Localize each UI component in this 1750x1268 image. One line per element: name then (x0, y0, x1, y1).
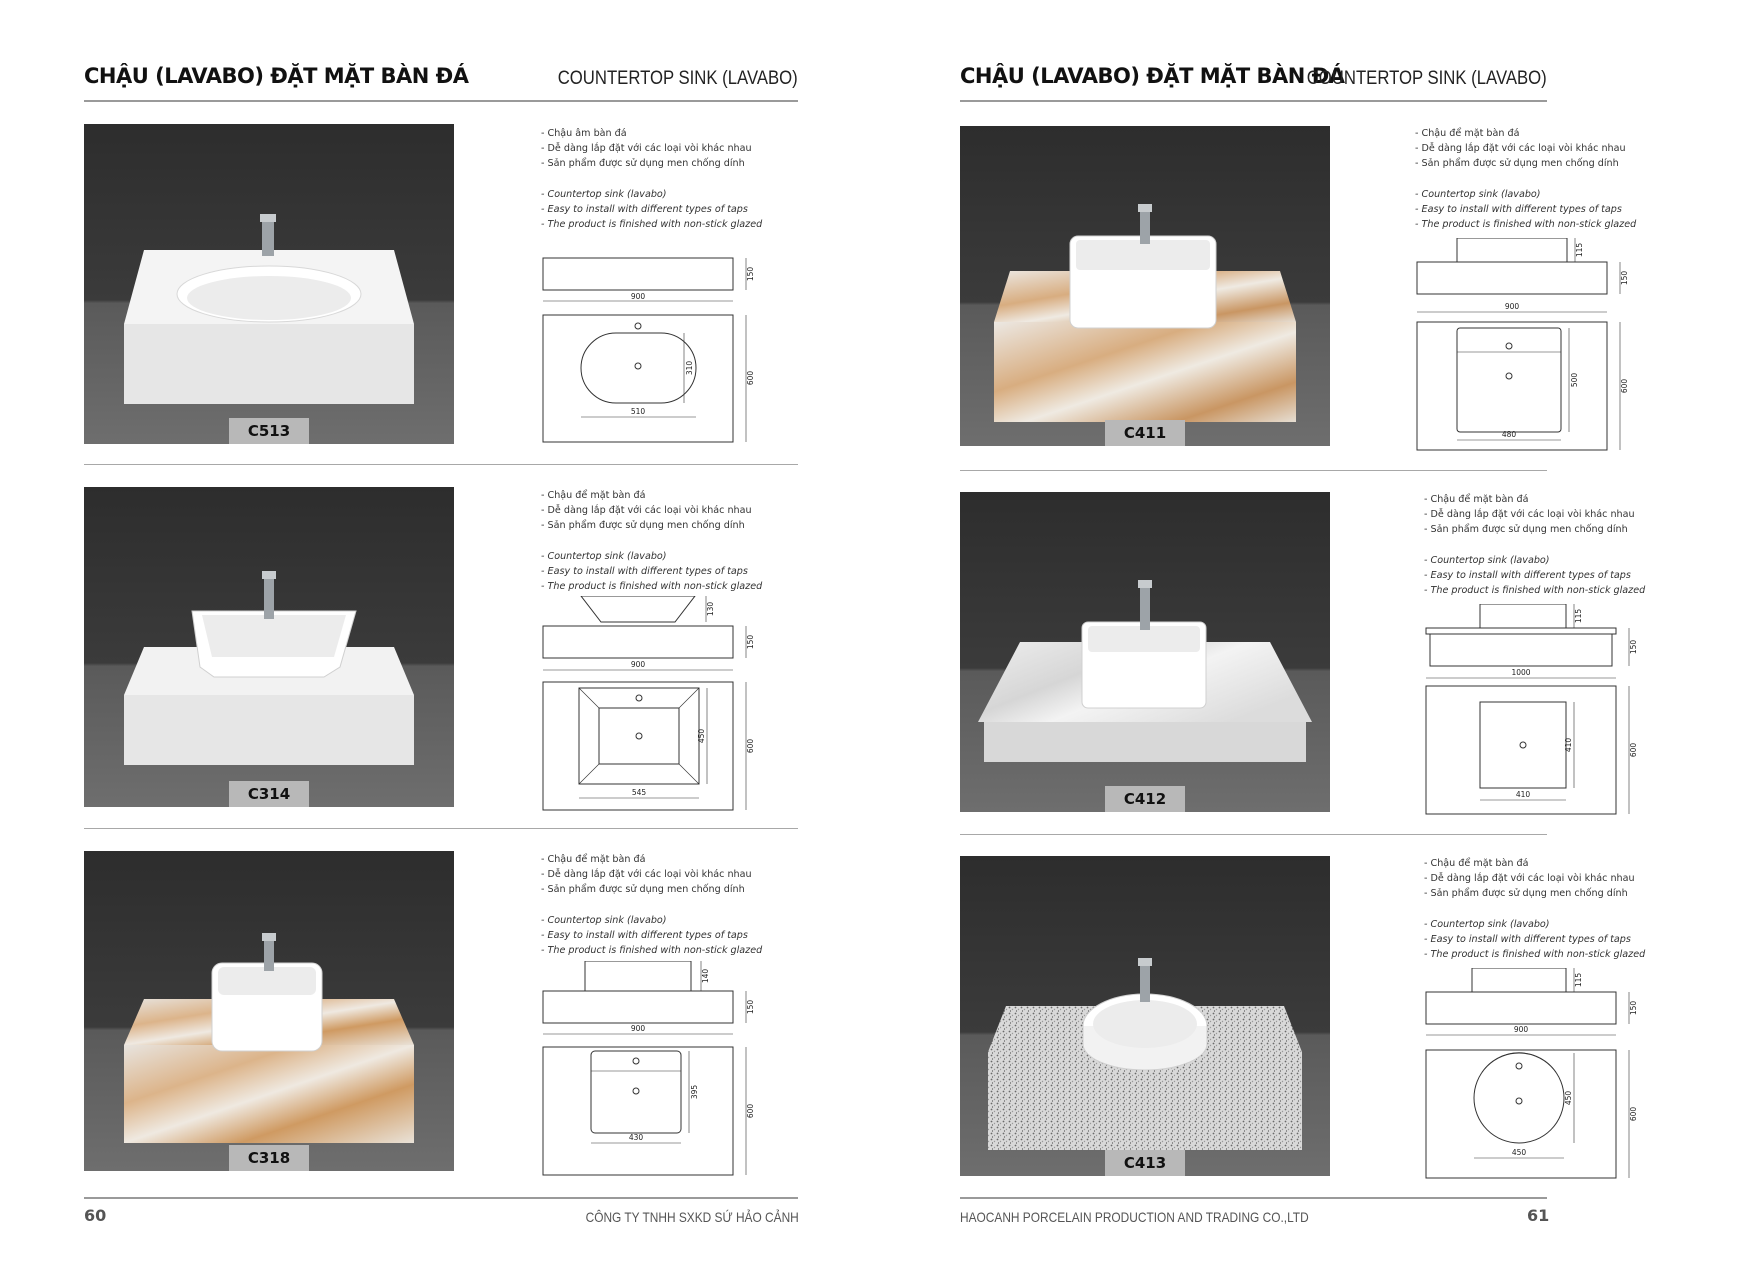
product-code: C413 (1105, 1150, 1185, 1176)
technical-drawing: 150 900 600 310 510 (541, 256, 771, 466)
technical-drawing: 130 150 900 600 450 545 (541, 596, 771, 814)
svg-text:310: 310 (685, 361, 694, 376)
catalog-page-right: CHẬU (LAVABO) ĐẶT MẶT BÀN ĐÁ COUNTERTOP … (875, 0, 1750, 1268)
svg-text:140: 140 (701, 969, 710, 984)
product-code: C411 (1105, 420, 1185, 446)
page-title-en: COUNTERTOP SINK (LAVABO) (557, 68, 798, 89)
product-code: C412 (1105, 786, 1185, 812)
svg-text:545: 545 (632, 788, 647, 797)
product-photo: C318 (84, 851, 454, 1171)
svg-text:900: 900 (1514, 1025, 1529, 1034)
svg-text:150: 150 (746, 267, 755, 282)
svg-text:150: 150 (746, 635, 755, 650)
svg-text:395: 395 (690, 1085, 699, 1100)
svg-text:150: 150 (1620, 271, 1629, 286)
svg-text:600: 600 (746, 371, 755, 386)
svg-text:450: 450 (1512, 1148, 1527, 1157)
header-rule (960, 100, 1547, 102)
svg-text:115: 115 (1574, 609, 1583, 624)
footer-company: CÔNG TY TNHH SXKD SỨ HẢO CẢNH (585, 1209, 799, 1225)
svg-text:600: 600 (1629, 1107, 1638, 1122)
product-description: Chậu để mặt bàn đá Dễ dàng lắp đặt với c… (541, 852, 763, 958)
page-title-en: COUNTERTOP SINK (LAVABO) (1306, 68, 1547, 89)
svg-text:410: 410 (1516, 790, 1531, 799)
technical-drawing: 140 150 900 600 395 430 (541, 961, 771, 1179)
section-divider (960, 470, 1547, 471)
svg-text:430: 430 (629, 1133, 644, 1142)
svg-text:410: 410 (1564, 738, 1573, 753)
product-code: C513 (229, 418, 309, 444)
svg-text:115: 115 (1575, 243, 1584, 258)
svg-text:900: 900 (631, 660, 646, 669)
technical-drawing: 115 150 1000 600 410 410 (1424, 604, 1654, 822)
technical-drawing: 115 150 900 600 450 450 (1424, 968, 1654, 1186)
product-photo: C513 (84, 124, 454, 444)
section-divider (84, 828, 798, 829)
page-title-vi: CHẬU (LAVABO) ĐẶT MẶT BÀN ĐÁ (84, 64, 469, 88)
product-description: Chậu để mặt bàn đá Dễ dàng lắp đặt với c… (541, 488, 763, 594)
product-photo: C314 (84, 487, 454, 807)
product-code: C314 (229, 781, 309, 807)
svg-text:900: 900 (631, 292, 646, 301)
footer-company: HAOCANH PORCELAIN PRODUCTION AND TRADING… (960, 1209, 1309, 1225)
product-description: Chậu để mặt bàn đá Dễ dàng lắp đặt với c… (1424, 492, 1646, 598)
svg-text:900: 900 (631, 1024, 646, 1033)
svg-text:150: 150 (1629, 1001, 1638, 1016)
svg-text:150: 150 (746, 1000, 755, 1015)
svg-text:600: 600 (1620, 379, 1629, 394)
svg-text:600: 600 (746, 739, 755, 754)
header-rule (84, 100, 798, 102)
product-photo: C411 (960, 126, 1330, 446)
svg-text:130: 130 (706, 602, 715, 617)
section-divider (960, 834, 1547, 835)
product-photo: C412 (960, 492, 1330, 812)
svg-text:500: 500 (1570, 373, 1579, 388)
svg-text:480: 480 (1502, 430, 1517, 439)
product-photo: C413 (960, 856, 1330, 1176)
svg-text:600: 600 (1629, 743, 1638, 758)
product-code: C318 (229, 1145, 309, 1171)
svg-text:115: 115 (1574, 973, 1583, 988)
svg-text:450: 450 (697, 729, 706, 744)
page-number: 60 (84, 1206, 107, 1225)
product-description: Chậu để mặt bàn đá Dễ dàng lắp đặt với c… (1415, 126, 1637, 232)
svg-text:150: 150 (1629, 640, 1638, 655)
footer-rule (960, 1197, 1547, 1199)
page-title-vi: CHẬU (LAVABO) ĐẶT MẶT BÀN ĐÁ (960, 64, 1345, 88)
svg-text:1000: 1000 (1511, 668, 1530, 677)
technical-drawing: 115 150 900 600 500 480 (1415, 238, 1645, 456)
svg-text:600: 600 (746, 1104, 755, 1119)
svg-text:900: 900 (1505, 302, 1520, 311)
svg-text:450: 450 (1564, 1091, 1573, 1106)
page-number: 61 (1527, 1206, 1550, 1225)
product-description: Chậu âm bàn đá Dễ dàng lắp đặt với các l… (541, 126, 763, 232)
product-description: Chậu để mặt bàn đá Dễ dàng lắp đặt với c… (1424, 856, 1646, 962)
footer-rule (84, 1197, 798, 1199)
svg-text:510: 510 (631, 407, 646, 416)
catalog-page-left: CHẬU (LAVABO) ĐẶT MẶT BÀN ĐÁ COUNTERTOP … (0, 0, 875, 1268)
section-divider (84, 464, 798, 465)
